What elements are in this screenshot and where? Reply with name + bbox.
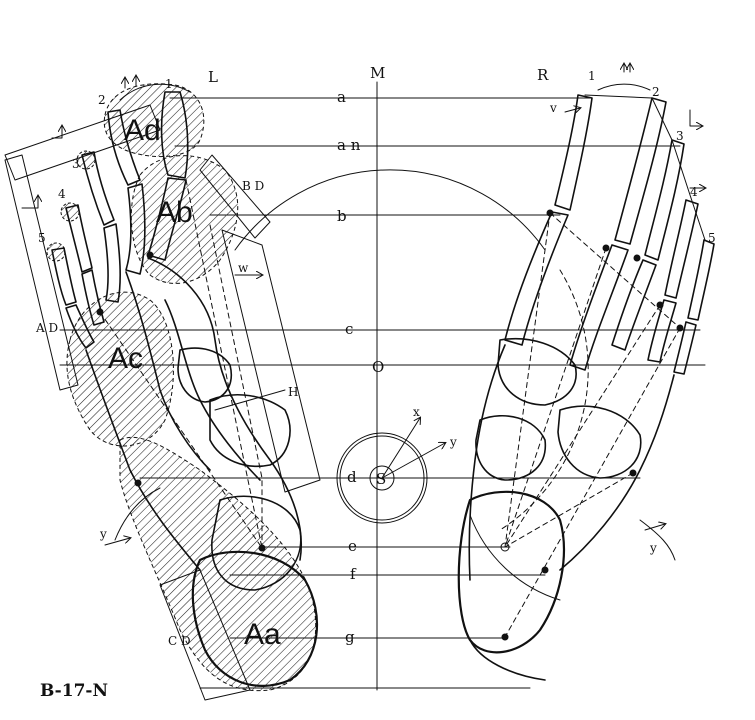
label-y-left: y (99, 527, 107, 541)
figure-id: B-17-N (40, 681, 108, 701)
label-cd: C D (168, 634, 191, 648)
toe-left-1: 1 (165, 77, 173, 91)
toe-left-4: 4 (58, 187, 66, 201)
level-b: b (337, 207, 347, 225)
rotation-arc-top (234, 169, 546, 251)
label-w: w (238, 261, 249, 275)
rotation-arc-lower (469, 514, 561, 601)
level-f: f (350, 565, 357, 583)
left-foot (4, 83, 321, 701)
label-y-right: y (649, 541, 657, 555)
label-y-axis: y (449, 435, 457, 449)
label-m: M (370, 64, 385, 82)
level-g: g (345, 628, 355, 646)
label-left-side: L (208, 68, 218, 86)
zone-aa (119, 436, 317, 692)
zone-ab (130, 155, 239, 284)
toe-left-5: 5 (38, 231, 46, 245)
toe-left-3: 3 (72, 157, 80, 171)
zone-label-ad: Ad (124, 114, 161, 147)
level-e: e (348, 537, 357, 555)
level-an: a n (337, 136, 361, 154)
label-v: v (549, 101, 557, 115)
zone-ac (66, 291, 174, 447)
level-a: a (337, 88, 346, 106)
toe-right-1: 1 (588, 69, 596, 83)
label-right-side: R (537, 66, 549, 84)
zone-ad (103, 83, 205, 158)
label-o: O (372, 358, 384, 376)
right-foot (457, 94, 715, 681)
zone-label-aa: Aa (244, 618, 281, 651)
toe-right-3: 3 (676, 129, 684, 143)
pivot-s-rings (336, 418, 445, 524)
toe-right-5: 5 (708, 231, 716, 245)
label-x-axis: x (413, 405, 420, 419)
zone-label-ab: Ab (156, 196, 193, 229)
zone-label-ac: Ac (108, 342, 143, 375)
toe-right-2: 2 (652, 85, 660, 99)
level-d: d (347, 468, 357, 486)
toe-left-2: 2 (98, 93, 106, 107)
diagram-labels: M L R O S x y y y a a n b c d e f g Ad A… (35, 64, 716, 701)
label-h: H (288, 385, 298, 399)
toe-right-4: 4 (690, 185, 698, 199)
label-ad-dim: A D (35, 321, 58, 335)
label-s: S (376, 470, 386, 488)
direction-indicators (21, 64, 705, 561)
level-c: c (345, 320, 353, 338)
label-bd: B D (242, 179, 264, 193)
